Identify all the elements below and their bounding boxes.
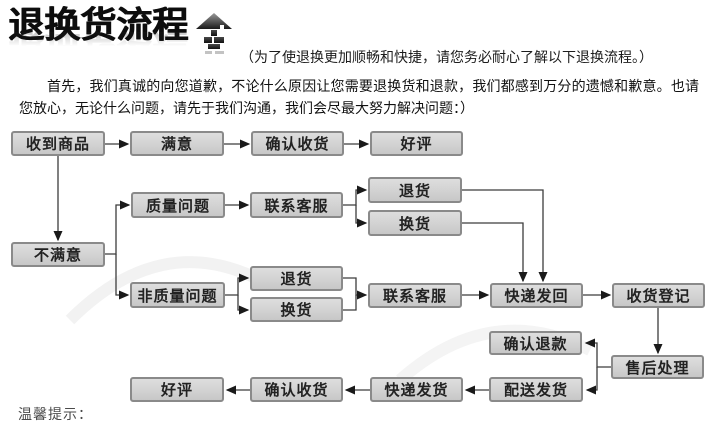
- flow-node-confirm-refund: 确认退款: [489, 331, 582, 355]
- flow-node-exchange-goods-low: 换货: [250, 297, 343, 322]
- flow-node-return-goods-top: 退货: [368, 177, 462, 203]
- flow-node-express-dispatch: 快递发货: [370, 377, 463, 402]
- flow-node-good-review-top: 好评: [370, 131, 463, 156]
- flow-node-good-review-bottom: 好评: [130, 377, 224, 402]
- flow-node-exchange-goods-top: 换货: [368, 210, 462, 236]
- flow-node-confirm-receipt-bottom: 确认收货: [250, 377, 343, 402]
- flow-node-contact-service-top: 联系客服: [250, 192, 343, 218]
- flow-node-delivery-dispatch: 配送发货: [489, 377, 583, 402]
- footer-note: 温馨提示：: [18, 407, 93, 423]
- flow-node-receipt-registration: 收货登记: [612, 283, 705, 308]
- flow-node-satisfied: 满意: [130, 131, 224, 156]
- flow-node-non-quality-problem: 非质量问题: [130, 282, 225, 308]
- flow-node-received: 收到商品: [11, 131, 105, 156]
- flow-node-return-goods-low: 退货: [250, 266, 343, 291]
- flow-node-quality-problem: 质量问题: [131, 192, 225, 218]
- flow-node-contact-service-low: 联系客服: [368, 283, 462, 308]
- page-title: 退换货流程 退换货流程: [8, 6, 198, 58]
- flow-node-unsatisfied: 不满意: [11, 242, 105, 267]
- intro-paragraph: 首先，我们真诚的向您道歉，不论什么原因让您需要退换货和退款，我们都感到万分的遗憾…: [19, 79, 699, 117]
- flow-node-after-sales-processing: 售后处理: [611, 355, 704, 379]
- flow-node-confirm-receipt-top: 确认收货: [251, 131, 344, 156]
- house-icon: [196, 13, 232, 54]
- page-title-text: 退换货流程: [8, 5, 189, 46]
- subtitle: （为了使退换更加顺畅和快捷，请您务必耐心了解以下退换流程。）: [240, 50, 653, 66]
- flow-node-express-send-back: 快递发回: [490, 283, 583, 308]
